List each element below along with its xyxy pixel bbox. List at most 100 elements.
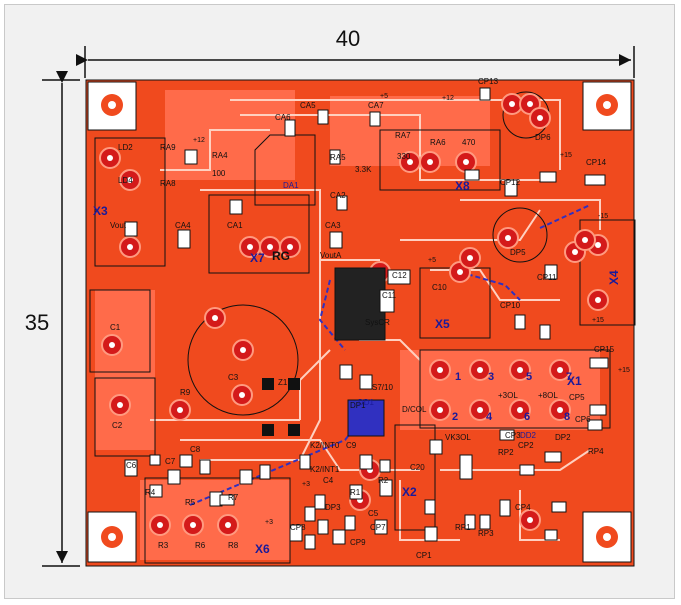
supply-label: +15 (560, 152, 572, 159)
component-label: +3OL (498, 391, 518, 400)
smd-component (304, 506, 316, 522)
smd-component (229, 199, 243, 215)
connector-x1: X1 (567, 374, 582, 388)
pad-hole (239, 392, 245, 398)
smd-component (424, 526, 438, 542)
smd-component (219, 494, 235, 506)
component-label: K2/INT1 (310, 465, 340, 474)
smd-component (589, 357, 609, 369)
pad-hole (595, 242, 601, 248)
smd-component (317, 109, 329, 125)
component-label: R1 (350, 488, 361, 497)
component-label: +8OL (538, 391, 558, 400)
smd-component (167, 469, 181, 485)
component-label: Z1 (278, 378, 288, 387)
smd-component (379, 479, 393, 497)
component-label: 470 (462, 138, 476, 147)
component-label: CA1 (227, 221, 243, 230)
component-label: CP15 (594, 345, 615, 354)
smd-component (329, 149, 341, 165)
component-label: RP1 (455, 523, 471, 532)
smd-component (339, 364, 353, 380)
smd-component (359, 374, 373, 390)
x1-pin-number: 7 (566, 371, 572, 383)
component-label: CP4 (515, 503, 531, 512)
component-label: K2/INT0 (310, 441, 340, 450)
supply-label: -15 (598, 213, 608, 220)
component-label: LD4 (118, 176, 133, 185)
smd-component (544, 264, 558, 280)
smd-component (589, 404, 607, 416)
component-label: R5 (185, 498, 196, 507)
supply-label: +5 (428, 257, 436, 264)
supply-label: +3 (265, 519, 273, 526)
smd-component (304, 534, 316, 550)
component-label: VoutA (320, 251, 342, 260)
pad-hole (407, 159, 413, 165)
component-label: CP1 (416, 551, 432, 560)
smd-component (336, 195, 348, 211)
component-label: C7 (165, 457, 176, 466)
pad-hole (467, 255, 473, 261)
pad-hole (557, 407, 563, 413)
smd-component (284, 119, 296, 137)
pad-hole (527, 101, 533, 107)
component-label: R7 (228, 493, 239, 502)
smd-component (379, 459, 391, 473)
component-label: D/COL (402, 405, 427, 414)
pad-hole (572, 249, 578, 255)
smd-component (479, 514, 491, 530)
smd-component (177, 229, 191, 249)
smd-component (299, 454, 311, 470)
pad-hole (463, 159, 469, 165)
smd-component (332, 529, 346, 545)
dimension-width: 40 (76, 26, 635, 78)
smd-component (374, 519, 388, 535)
component-label: CP12 (500, 178, 521, 187)
rg-label: RG (272, 249, 290, 263)
x1-pin-number: 4 (486, 411, 493, 423)
ic-label: DA1 (283, 181, 299, 190)
supply-label: +12 (442, 95, 454, 102)
component-label: DP2 (555, 433, 571, 442)
pad-hole (157, 522, 163, 528)
pad-hole (437, 407, 443, 413)
supply-label: +15 (592, 317, 604, 324)
supply-label: +15 (618, 367, 630, 374)
pad-hole (109, 342, 115, 348)
component-label: C5 (368, 509, 379, 518)
component-label: LD2 (118, 143, 133, 152)
connector-x6: X6 (255, 542, 270, 556)
component-label: R9 (180, 388, 191, 397)
pad-hole (247, 244, 253, 250)
smd-component (544, 529, 558, 541)
component-label: RP3 (478, 529, 494, 538)
smd-component (584, 174, 606, 186)
component-label: RA9 (160, 143, 176, 152)
pad-hole (582, 237, 588, 243)
dimension-height: 35 (25, 71, 80, 567)
x1-pin-number: 6 (524, 411, 530, 423)
component-label: 330 (397, 152, 411, 161)
pad-hole (177, 407, 183, 413)
component-label: RA7 (395, 131, 411, 140)
component-label: C6 (126, 461, 137, 470)
smd-component (239, 469, 253, 485)
pad-hole (517, 367, 523, 373)
pad-hole (505, 235, 511, 241)
pad-hole (517, 407, 523, 413)
pad-hole (437, 367, 443, 373)
smd-component (464, 169, 480, 181)
smd-component (519, 464, 535, 476)
pads (99, 87, 609, 550)
component-label: RA6 (430, 138, 446, 147)
connector-x4: X4 (607, 270, 621, 285)
pad-hole (527, 517, 533, 523)
smd-component (349, 484, 363, 500)
smd-component (514, 314, 526, 330)
smd-component (149, 454, 161, 466)
component-label: DP3 (325, 503, 341, 512)
smd-component (464, 514, 476, 530)
component-label: RP2 (498, 448, 514, 457)
